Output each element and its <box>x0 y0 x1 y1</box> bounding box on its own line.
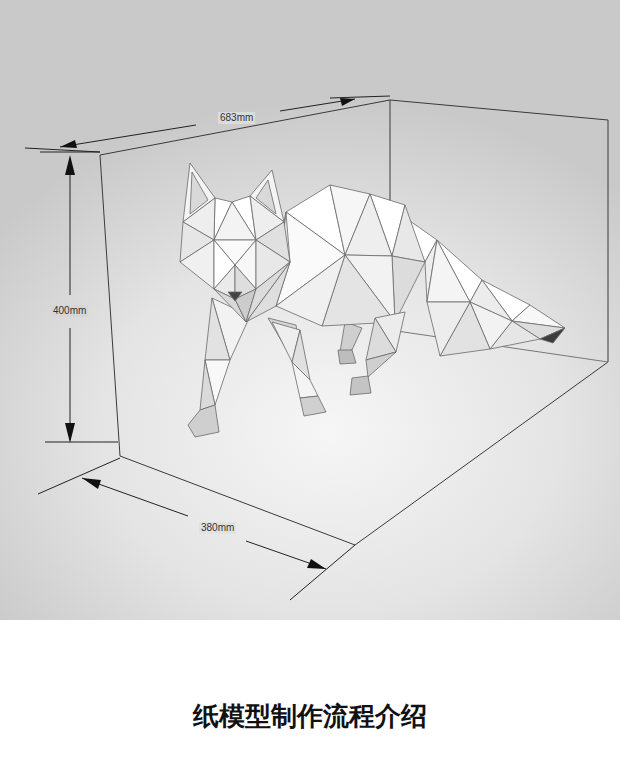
box-edge <box>390 100 608 120</box>
fox-facet <box>392 205 425 262</box>
fox-facet <box>205 298 230 360</box>
dimension-label: 683mm <box>218 112 255 124</box>
arrowhead <box>340 98 355 106</box>
dimension-line <box>70 158 71 295</box>
box-edge <box>608 120 609 362</box>
fox-facet <box>350 376 371 395</box>
box-edge <box>100 100 390 155</box>
fox-facet <box>188 405 219 437</box>
extension-line <box>25 148 100 152</box>
extension-line <box>290 545 355 600</box>
fox-facet <box>427 240 470 302</box>
fox-facet <box>340 322 362 352</box>
fox-facet <box>214 202 256 240</box>
arrowhead <box>65 423 75 443</box>
fox-facet <box>338 350 356 364</box>
fox-facet <box>300 396 326 416</box>
page-title: 纸模型制作流程介绍 <box>193 700 427 732</box>
extension-line <box>40 152 100 153</box>
fox-facet <box>345 194 392 256</box>
dimension-line <box>246 541 326 569</box>
fox-facet <box>292 362 318 398</box>
fox-model <box>180 163 565 437</box>
arrowhead <box>82 478 101 489</box>
fox-illustration <box>0 0 620 620</box>
dimension-line <box>280 99 355 111</box>
fox-facet <box>540 328 565 343</box>
bounding-box <box>100 100 608 545</box>
arrowhead <box>60 140 77 148</box>
fox-facet <box>200 360 215 410</box>
fox-facet <box>180 240 214 289</box>
dimension-lines <box>25 96 390 600</box>
arrowhead <box>65 155 75 175</box>
dimension-line <box>82 478 188 516</box>
extension-line <box>45 442 118 443</box>
dimension-line <box>60 125 196 147</box>
fox-facet <box>228 292 242 301</box>
extension-line <box>38 458 120 494</box>
dimension-label: 380mm <box>199 522 236 534</box>
box-edge <box>355 362 608 545</box>
dimension-label: 400mm <box>51 305 88 317</box>
fox-facet <box>366 352 396 377</box>
fox-facet <box>246 262 290 322</box>
fox-facet <box>392 256 425 322</box>
box-edge <box>100 155 120 456</box>
box-edge <box>120 456 355 545</box>
extension-line <box>330 96 390 98</box>
arrowhead <box>307 559 326 569</box>
fox-facet <box>427 302 470 356</box>
